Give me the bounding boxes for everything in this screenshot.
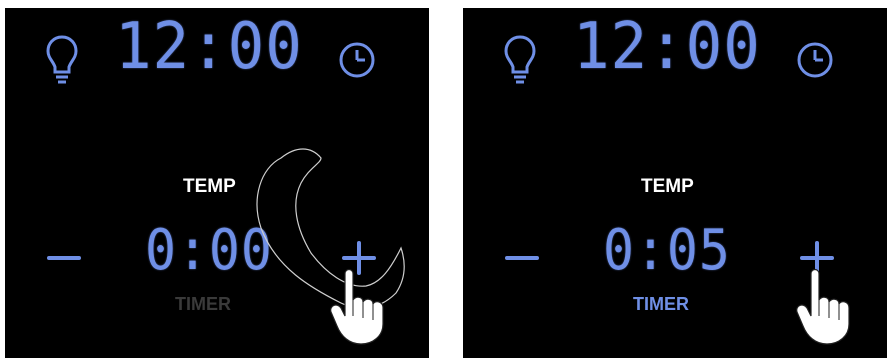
light-bulb-icon[interactable] [503,34,537,86]
clock-display: 12:00 [573,10,761,84]
clock-display: 12:00 [115,10,303,84]
timer-label[interactable]: TIMER [633,294,689,315]
clock-icon[interactable] [795,40,835,80]
hand-pointer-icon [323,266,393,346]
timer-label[interactable]: TIMER [175,294,231,315]
control-panel-after: 12:00 TEMP 0:05 TIMER [463,8,887,358]
temp-label[interactable]: TEMP [183,176,236,198]
clock-icon[interactable] [337,40,377,80]
temp-label[interactable]: TEMP [641,176,694,198]
timer-display: 0:05 [603,218,731,283]
minus-button[interactable] [47,256,81,260]
hand-pointer-icon [789,266,859,346]
control-panel-before: 12:00 TEMP 0:00 TIMER [5,8,429,358]
light-bulb-icon[interactable] [45,34,79,86]
minus-button[interactable] [505,256,539,260]
